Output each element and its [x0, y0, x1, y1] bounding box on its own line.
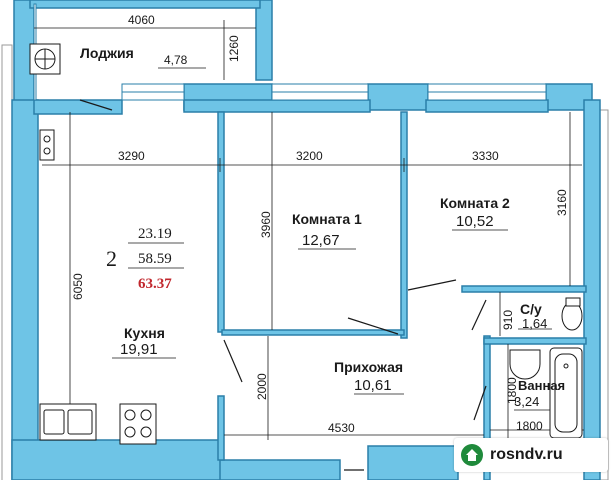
dim-hall-wall: 2000	[255, 373, 269, 400]
kitchen-hall-wall-lower	[217, 395, 225, 461]
room2-bottom-wall	[461, 285, 587, 293]
kitchen-area: 19,91	[120, 341, 158, 358]
doors	[79, 99, 487, 471]
dim-bath-length: 1800	[505, 377, 519, 404]
total-area: 63.37	[138, 276, 172, 292]
top-wall-segment-b	[367, 83, 429, 111]
bathroom-name: Ванная	[518, 378, 565, 393]
walls	[11, 0, 601, 480]
room1-bottom-wall	[221, 329, 405, 336]
dim-room2-length: 3160	[555, 189, 569, 216]
dim-hall-width: 4530	[328, 421, 355, 435]
dim-kitchen-width: 3290	[118, 149, 145, 163]
kitchen-door	[223, 339, 243, 383]
bath-door	[473, 385, 487, 421]
fixtures	[29, 43, 583, 445]
dim-room1-length: 3960	[259, 211, 273, 238]
top-wall-segment-e	[425, 99, 549, 113]
outer-left-wall	[11, 99, 39, 480]
house-icon	[461, 444, 483, 466]
room1-area: 12,67	[302, 232, 340, 249]
watermark-text: rosndv.ru	[490, 446, 563, 463]
hallway-name: Прихожая	[334, 359, 403, 375]
washbasin-icon	[509, 349, 541, 380]
room2-name: Комната 2	[440, 195, 510, 211]
room1-name: Комната 1	[292, 211, 362, 227]
dimension-lines	[34, 20, 584, 440]
bottom-wall-mid	[219, 459, 341, 480]
loggia-name: Лоджия	[80, 45, 134, 61]
rooms-count: 2	[106, 246, 117, 271]
dim-loggia-width: 4060	[128, 13, 155, 27]
living-area: 23.19	[138, 226, 172, 242]
dim-wc-width: 910	[501, 310, 515, 330]
loggia-door	[79, 99, 113, 111]
room1-door	[347, 317, 399, 335]
kitchen-room1-wall	[217, 111, 225, 333]
apartment-summary: 2 23.19 58.59 63.37	[106, 226, 184, 292]
dim-bath-width: 1800	[516, 419, 543, 433]
dim-kitchen-length: 6050	[71, 273, 85, 300]
watermark[interactable]: rosndv.ru	[454, 438, 608, 472]
wc-name: С/у	[520, 301, 542, 317]
dimension-labels: 4060 1260 3290 3200 3330 6050 3960 3160 …	[71, 13, 569, 435]
bathroom-area: 3,24	[514, 394, 539, 409]
loggia-right-wall	[255, 0, 273, 81]
wc-left-wall	[483, 335, 491, 480]
kitchen-name: Кухня	[124, 325, 165, 341]
room-labels: Лоджия 4,78 Комната 1 12,67 Комната 2 10…	[80, 45, 565, 409]
room2-area: 10,52	[456, 213, 494, 230]
top-wall-segment-d	[183, 99, 371, 113]
stove-icon	[119, 403, 157, 445]
loggia-top-wall	[29, 0, 261, 9]
bottom-wall-left	[11, 439, 223, 480]
wc-door	[471, 299, 487, 331]
bottom-wall-right	[367, 445, 459, 480]
dim-room1-width: 3200	[296, 149, 323, 163]
gas-meter-icon	[39, 129, 55, 161]
hallway-area: 10,61	[354, 377, 392, 394]
room2-door	[407, 279, 457, 291]
dim-room2-width: 3330	[472, 149, 499, 163]
usable-area: 58.59	[138, 251, 172, 267]
loggia-area: 4,78	[164, 53, 188, 67]
dim-loggia-depth: 1260	[227, 35, 241, 62]
wc-area: 1,64	[522, 316, 547, 331]
bath-top-wall	[483, 337, 587, 345]
room1-room2-wall	[400, 111, 408, 339]
top-wall-segment-a	[33, 99, 123, 115]
